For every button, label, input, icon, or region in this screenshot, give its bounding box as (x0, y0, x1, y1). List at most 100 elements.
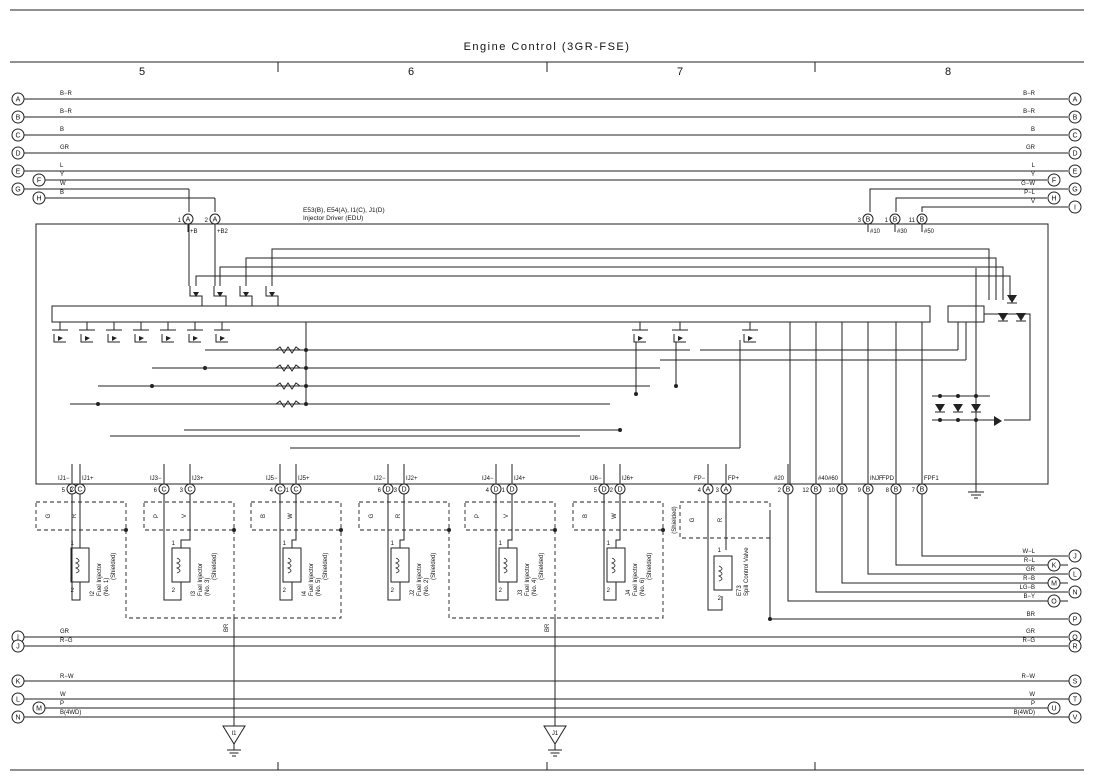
edu-top-pin-num: 2 (205, 218, 209, 224)
bus-wire-right-H (895, 197, 901, 212)
bus-connector-left-E-text: E (16, 169, 21, 176)
output-connector-N-text: N (1072, 590, 1077, 597)
ground-label: J1 (552, 731, 559, 737)
injector-driver-edu (35, 223, 1049, 485)
edu-bottom-pin-num: 6 (154, 488, 158, 494)
bottom-bus-right-T-text: T (1073, 697, 1078, 704)
coil-pin: 1 (172, 541, 176, 547)
bus-connector-right-G-text: G (1072, 187, 1077, 194)
edu-bottom-pin-IJ5−-text: C (277, 487, 282, 494)
edu-bottom-pin-IJ1−-text: C (69, 487, 74, 494)
shield-connector-box (464, 501, 556, 531)
edu-top-pin-num: 11 (909, 218, 916, 224)
transistor-arrow (193, 336, 198, 341)
section-number: 6 (408, 66, 414, 78)
valve-coil (717, 565, 723, 582)
edu-pins: A1+BA2+B2B3#10B1#30B11#50C5IJ1−C2IJ1+C6I… (58, 213, 939, 495)
injector-number: (No. 3) (205, 578, 211, 596)
control-line (219, 266, 1004, 300)
junction-dot (674, 384, 678, 388)
diode-bank (953, 404, 963, 412)
output-connector-M-text: M (1051, 581, 1057, 588)
injector-coil-body (498, 547, 518, 583)
injector-coil-body (282, 547, 302, 583)
bus-connector-left-F-text: F (37, 178, 41, 185)
bus-connector-right-I-text: I (1074, 205, 1076, 212)
edu-bottom-pin-num: 2 (778, 488, 782, 494)
output-connector-O-text: O (1051, 599, 1057, 606)
injector-code: I4 (302, 590, 308, 596)
ground-label: I1 (231, 731, 237, 737)
injector-shield-label: (Shielded) (323, 553, 329, 580)
edu-bottom-pin-num: 4 (270, 488, 274, 494)
edu-bottom-pin-label: IJ4− (482, 476, 494, 482)
junction-dot (661, 528, 665, 532)
output-wire-O (787, 494, 1068, 602)
injector-shield-label: (Shielded) (431, 553, 437, 580)
transistor-arrow (166, 336, 171, 341)
resistor (275, 346, 301, 354)
control-line (271, 248, 990, 300)
injector-shield-label: (Shielded) (539, 553, 545, 580)
section-number: 7 (677, 66, 683, 78)
output-wire-K (895, 494, 1068, 566)
bottom-bus-left-N-text: N (15, 715, 20, 722)
edu-top-pin-label: #10 (870, 229, 881, 235)
bus-color-right-E: L (1032, 163, 1036, 169)
bus-wire-right-G (869, 188, 880, 212)
edu-logic-block (947, 305, 985, 323)
mid-bus-left-J-text: J (16, 644, 20, 651)
bus-connector-right-D (1068, 146, 1082, 160)
edu-bottom-pin-label: IJ5+ (298, 476, 310, 482)
transistor-arrow (193, 292, 199, 297)
injector-name: Fuel Injector (97, 563, 103, 596)
edu-bottom-pin-IJ1+-text: C (77, 487, 82, 494)
edu-bottom-pin-label: FP− (694, 476, 706, 482)
output-connector-K (1047, 558, 1061, 572)
edu-bottom-pin-label: IJ2+ (406, 476, 418, 482)
injector-shield-label: (Shielded) (647, 553, 653, 580)
output-wire-N (815, 494, 1068, 593)
mid-bus-right-Q-text: Q (1072, 635, 1078, 642)
section-number: 8 (945, 66, 951, 78)
bus-connector-right-B (1068, 110, 1082, 124)
valve-code: E73 (737, 585, 743, 596)
valve-wire-color: R (718, 517, 724, 522)
bus-color-left-E: L (60, 163, 64, 169)
edu-bottom-pin-label: FP+ (728, 476, 740, 482)
output-connector-J (1068, 549, 1082, 563)
shield-connector-box (35, 501, 127, 531)
valve-name: Spill Control Valve (744, 547, 750, 596)
edu-bottom-pin-num: 7 (912, 488, 916, 494)
lower-transistor (80, 334, 93, 343)
injector-shield-label: (Shielded) (212, 553, 218, 580)
junction-dot (339, 528, 343, 532)
injector-wire-plus (399, 494, 405, 548)
output-wire-J (921, 494, 1068, 557)
bottom-bus-color-left: W (60, 692, 66, 698)
bus-color-left-C: B (60, 127, 64, 133)
edu-bottom-pin-label: IJ3− (150, 476, 162, 482)
edu-top-pin-num: 1 (178, 218, 182, 224)
mid-bus-left-I-text: I (17, 635, 19, 642)
bus-color-right-H: P−L (1024, 190, 1036, 196)
coil-pin: 2 (172, 588, 176, 594)
edu-bottom-pin-num: 1 (286, 488, 290, 494)
edu-bottom-pin-IJ6−-text: D (601, 487, 606, 494)
bottom-bus-color-right: P (1031, 701, 1035, 707)
bottom-bus-color-left: P (60, 701, 64, 707)
shield-connector-box (143, 501, 235, 531)
injector-shield-label: (Shielded) (111, 553, 117, 580)
bus-connector-right-F-text: F (1052, 178, 1056, 185)
edu-bottom-pin-label: FPF1 (924, 476, 939, 482)
edu-bottom-pin-label: IJ1+ (82, 476, 94, 482)
mid-bus-color-right: GR (1026, 629, 1036, 635)
bus-color-left-A: B−R (60, 91, 73, 97)
injector-number: (No. 5) (316, 578, 322, 596)
resistor (275, 364, 301, 372)
injector-code: J4 (626, 589, 632, 596)
bottom-bus-color-right: R−W (1022, 674, 1036, 680)
bus-connector-right-C (1068, 128, 1082, 142)
